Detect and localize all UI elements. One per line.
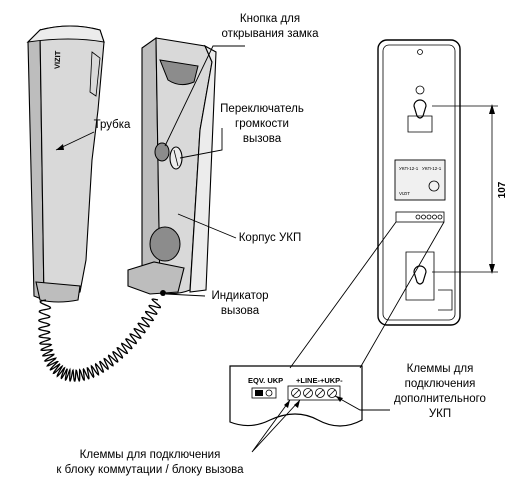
- extra-terminals-label-4: УКП: [429, 408, 451, 420]
- lock-button[interactable]: [154, 142, 170, 162]
- line-ukp-label: +LINE-+UKP-: [296, 376, 343, 385]
- screw-slot: [292, 389, 300, 397]
- volume-label-3: вызова: [243, 133, 282, 145]
- handset-logo: VIZIT: [53, 50, 63, 69]
- sticker-line2: УКП-12-1: [422, 166, 442, 171]
- sticker-line1: УКП-12-1: [399, 166, 419, 171]
- ukp-body: [127, 36, 217, 296]
- screw-slot: [316, 389, 324, 397]
- back-panel: УКП-12-1 УКП-12-1 VIZIT: [377, 39, 498, 326]
- back-terminal-strip: [395, 211, 445, 223]
- sticker-brand: VIZIT: [399, 191, 410, 196]
- screw-terminals: [287, 385, 341, 401]
- back-terminal: [421, 214, 426, 220]
- call-indicator: [160, 290, 166, 296]
- screw-terminal: [327, 388, 337, 398]
- leader-lines: [55, 45, 390, 453]
- screw-slot: [328, 389, 336, 397]
- handset: VIZIT: [26, 25, 105, 303]
- screw-terminal: [303, 388, 313, 398]
- lock-button-label-2: открывания замка: [222, 28, 320, 40]
- body-label: Корпус УКП: [239, 232, 302, 244]
- volume-label-2: громкости: [235, 118, 289, 130]
- screw-terminal: [291, 388, 301, 398]
- lock-button-label-1: Кнопка для: [240, 13, 300, 25]
- extra-terminals-label-3: дополнительного: [394, 393, 486, 405]
- main-terminals-label-2: к блоку коммутации / блоку вызова: [56, 464, 244, 476]
- back-terminal: [437, 214, 443, 220]
- back-terminal: [415, 214, 421, 220]
- label-sticker: [394, 159, 446, 201]
- main-terminals-label-1: Клеммы для подключения: [80, 449, 221, 461]
- eqv-ukp-label: EQV. UKP: [248, 376, 283, 385]
- screw-terminal: [315, 388, 325, 398]
- back-terminal: [426, 214, 432, 220]
- dimension-value: 107: [497, 181, 508, 198]
- coiled-cord: [37, 298, 161, 383]
- extra-terminals-label-1: Клеммы для: [407, 363, 474, 375]
- screw-slot: [304, 389, 312, 397]
- handset-label: Трубка: [94, 119, 131, 131]
- indicator-label-2: вызова: [221, 305, 260, 317]
- terminal-frame: [287, 385, 341, 401]
- indicator-label-1: Индикатор: [211, 290, 268, 302]
- extra-terminals-label-2: подключения: [405, 378, 476, 390]
- volume-label-1: Переключатель: [220, 103, 304, 115]
- back-terminal: [432, 214, 437, 220]
- terminal-block-zoom: EQV. UKP +LINE-+UKP-: [229, 365, 363, 427]
- dimension-107: 107: [489, 104, 508, 274]
- cord-coil: [37, 298, 161, 383]
